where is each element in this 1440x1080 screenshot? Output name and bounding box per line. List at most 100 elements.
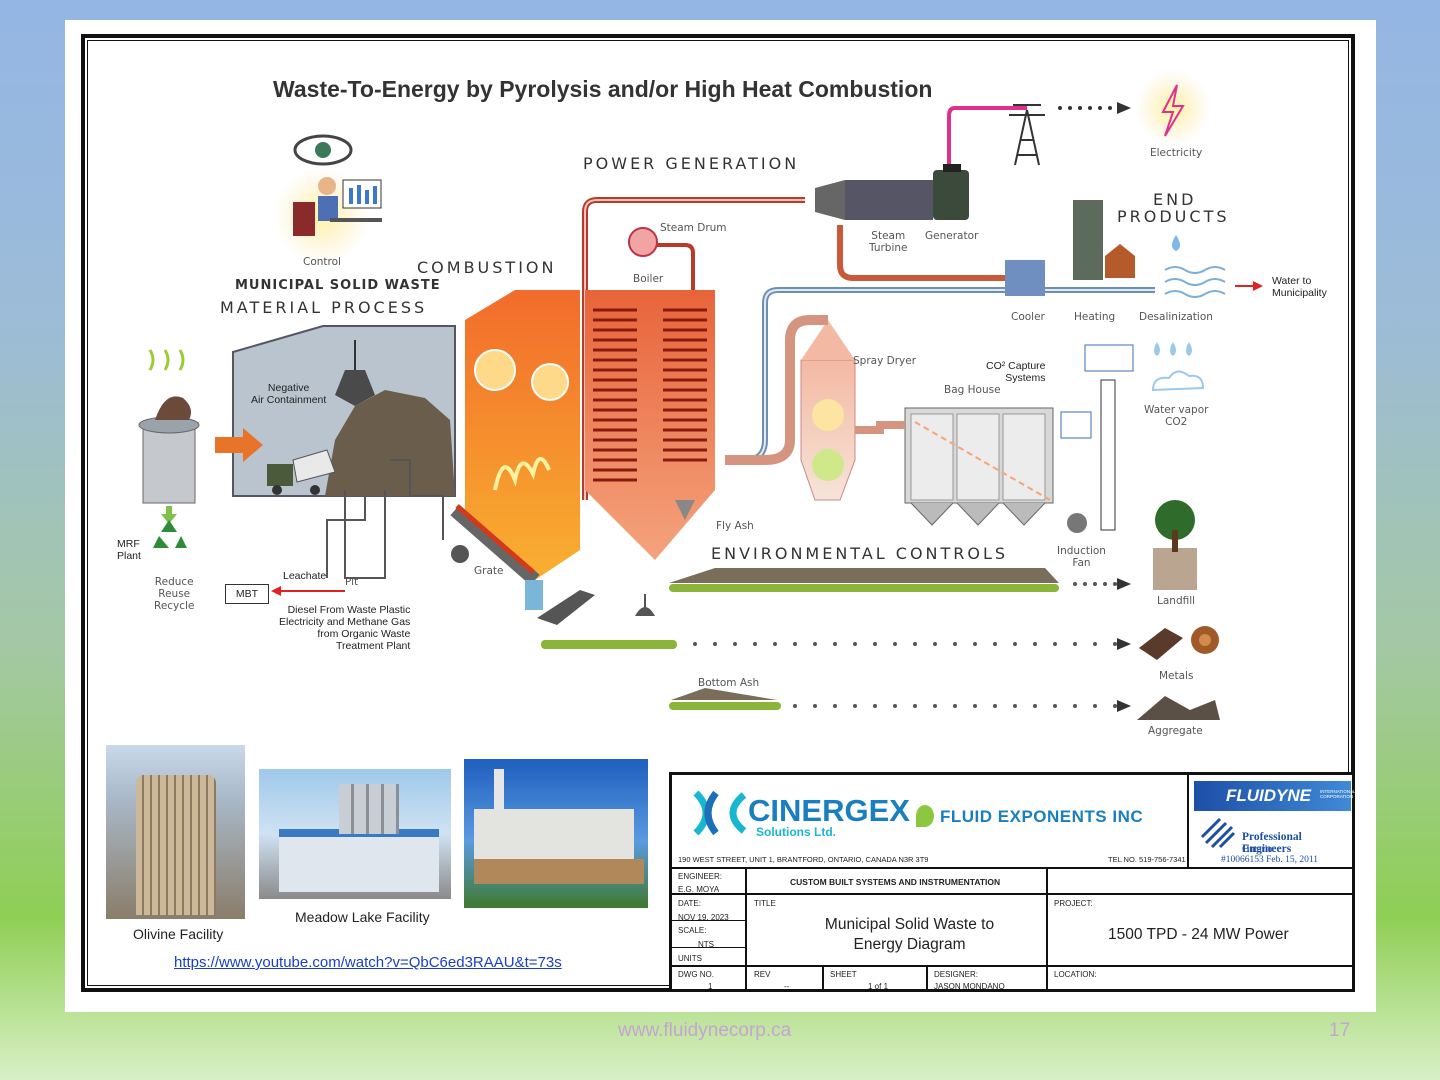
fluidyne-sub: INTERNATIONAL CORPORATION [1320, 789, 1356, 799]
co2-capture-box [1060, 411, 1092, 439]
label-water-to-municipality: Water to Municipality [1272, 275, 1327, 299]
aggregate-icon [1137, 696, 1220, 720]
title-block: CINERGEX Solutions Ltd. FLUID EXPONENTS … [669, 772, 1356, 992]
fly-ash-conveyor [669, 568, 1059, 592]
label-control: Control [303, 256, 341, 268]
designer-label: DESIGNER: [934, 970, 979, 979]
steam-drum-icon [628, 227, 658, 257]
date-label: DATE: [678, 899, 701, 908]
label-heating: Heating [1074, 311, 1116, 323]
transmission-tower-icon [1009, 104, 1045, 166]
peo-line-1: Professional Engineers [1242, 831, 1302, 855]
desalinization-icon [1164, 266, 1226, 298]
water-drop-icon [1172, 235, 1180, 251]
label-steam-turbine: Steam Turbine [869, 230, 908, 254]
plant-facility-photo [464, 759, 648, 908]
fluidyne-logo: FLUIDYNE INTERNATIONAL CORPORATION [1194, 781, 1356, 811]
scale-value: NTS [698, 940, 714, 949]
date-value: NOV 19, 2023 [678, 913, 729, 922]
induction-fan-icon [1067, 513, 1087, 533]
section-environmental-controls: ENVIRONMENTAL CONTROLS [711, 544, 1009, 563]
cinergex-sub: Solutions Ltd. [756, 825, 836, 839]
custom-systems: CUSTOM BUILT SYSTEMS AND INSTRUMENTATION [790, 877, 1001, 887]
trash-can-icon [138, 349, 200, 504]
scale-label: SCALE: [678, 926, 707, 935]
telephone: TEL NO. 519-756-7341 [1108, 855, 1186, 864]
label-reduce-reuse-recycle: Reduce Reuse Recycle [154, 576, 195, 612]
label-generator: Generator [925, 230, 979, 242]
magnet-icon [635, 607, 655, 616]
process-diagram [138, 70, 1263, 720]
label-negative-air: Negative Air Containment [251, 382, 327, 406]
steam-turbine-icon [815, 180, 933, 220]
cinergex-logo-icon [693, 790, 747, 836]
tree-icon [1153, 500, 1197, 590]
operator-icon [293, 177, 382, 236]
dwg-label: DWG NO. [678, 970, 714, 979]
label-leachate: Leachate [283, 570, 327, 582]
stack-icon [1100, 379, 1116, 531]
label-co2-capture: CO² Capture Systems [986, 360, 1046, 384]
dwg-value: 1 [708, 982, 713, 991]
section-msw-1: MUNICIPAL SOLID WASTE [235, 278, 441, 293]
label-landfill: Landfill [1157, 595, 1196, 607]
label-fly-ash: Fly Ash [716, 520, 754, 532]
aggregate-conveyor [669, 688, 781, 710]
rev-label: REV [754, 970, 771, 979]
metals-icon [1139, 626, 1219, 660]
section-combustion: COMBUSTION [417, 258, 557, 277]
fluidyne-name: FLUIDYNE [1226, 786, 1311, 805]
generator-icon [933, 164, 969, 220]
grate [450, 504, 540, 586]
recycle-icon [153, 520, 187, 548]
label-metals: Metals [1159, 670, 1194, 682]
dump-truck-icon [267, 449, 336, 495]
cooler-icon [1005, 260, 1045, 296]
fluid-exponents-name: FLUID EXPONENTS INC [940, 807, 1144, 826]
pump-icon [451, 545, 469, 563]
meadow-lake-caption: Meadow Lake Facility [295, 909, 430, 925]
label-aggregate: Aggregate [1148, 725, 1203, 737]
label-grate: Grate [474, 565, 504, 577]
section-products: PRODUCTS [1117, 207, 1230, 226]
bottom-ash-conveyor [541, 640, 677, 649]
label-water-vapor: Water vapor CO2 [1144, 404, 1209, 428]
youtube-link[interactable]: https://www.youtube.com/watch?v=QbC6ed3R… [174, 954, 562, 971]
drawing-title: Municipal Solid Waste to Energy Diagram [824, 916, 995, 953]
label-mrf-plant: MRF Plant [117, 538, 141, 562]
fluid-exponents-logo-icon [916, 805, 934, 827]
engineer-value: E.G. MOYA [678, 885, 720, 894]
input-arrow-icon [215, 428, 263, 462]
peo-line-2: Ontario [1242, 844, 1273, 855]
project-label: PROJECT: [1054, 899, 1093, 908]
address: 190 WEST STREET, UNIT 1, BRANTFORD, ONTA… [678, 855, 929, 864]
label-spray-dryer: Spray Dryer [853, 355, 917, 367]
bag-house [904, 407, 1054, 526]
flow-dots [693, 582, 1117, 708]
label-steam-drum: Steam Drum [660, 222, 727, 234]
rev-value: -- [784, 982, 790, 991]
boiler [585, 290, 715, 560]
cloud-icon [1151, 370, 1205, 392]
slide: Waste-To-Energy by Pyrolysis and/or High… [65, 20, 1376, 1012]
page-number: 17 [1329, 1020, 1351, 1041]
diagram-title: Waste-To-Energy by Pyrolysis and/or High… [273, 76, 933, 102]
label-bottom-ash: Bottom Ash [698, 677, 760, 689]
olivine-caption: Olivine Facility [133, 926, 224, 942]
olivine-facility-photo [106, 745, 245, 919]
water-vapor-icon [1154, 342, 1192, 356]
electricity-dots [1058, 106, 1112, 110]
label-induction-fan: Induction Fan [1057, 545, 1106, 569]
section-end: END [1153, 190, 1197, 209]
building-icon [1073, 200, 1103, 280]
mbt-box: MBT [225, 584, 269, 604]
label-diesel-from-waste: Diesel From Waste Plastic Electricity an… [279, 604, 411, 652]
section-msw-2: MATERIAL PROCESS [220, 298, 428, 317]
label-pit: Pit [345, 576, 359, 588]
label-cooler: Cooler [1011, 311, 1045, 323]
label-bag-house: Bag House [944, 384, 1001, 396]
label-desalinization: Desalinization [1139, 311, 1213, 323]
heat-burst-icon [474, 349, 516, 391]
peo-line-3: #10066153 Feb. 15, 2011 [1221, 855, 1319, 865]
sheet-label: SHEET [830, 970, 857, 979]
